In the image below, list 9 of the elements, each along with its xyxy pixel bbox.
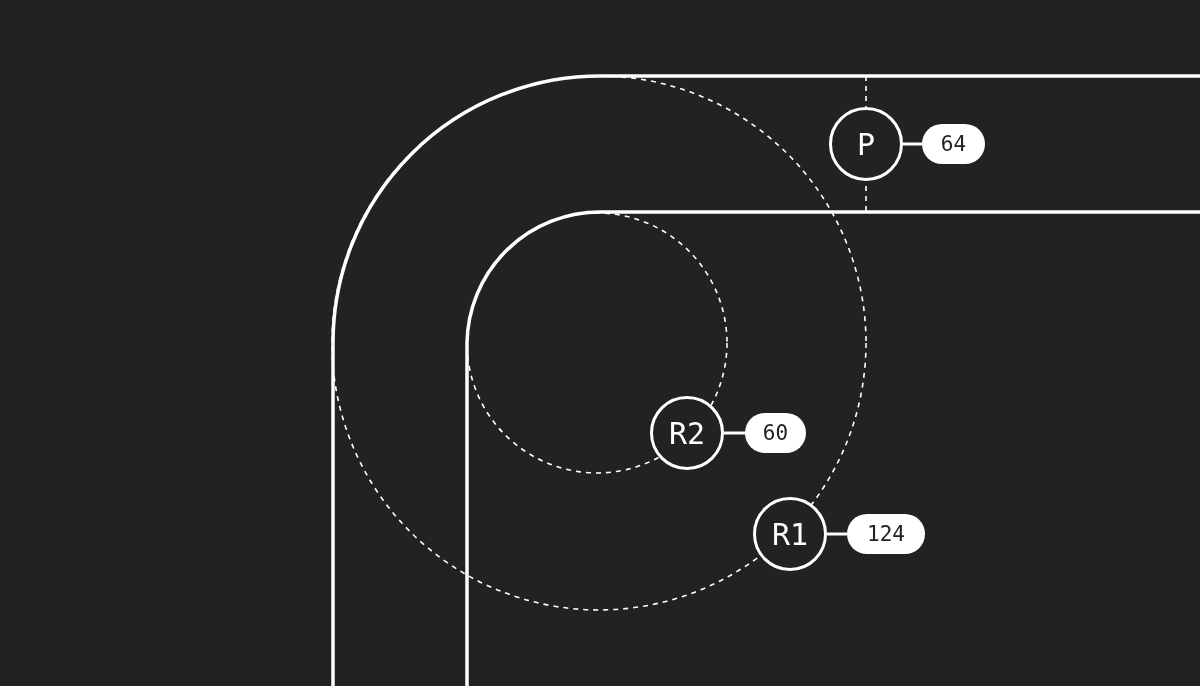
label-circle: R2 — [650, 396, 724, 470]
connector-line — [903, 142, 922, 146]
value-badge: 64 — [922, 124, 985, 164]
value-badge: 124 — [847, 514, 925, 554]
value-badge: 60 — [745, 413, 806, 453]
connector-line — [724, 431, 745, 435]
connector-line — [827, 532, 847, 536]
label-circle: R1 — [753, 497, 827, 571]
label-circle: P — [829, 107, 903, 181]
